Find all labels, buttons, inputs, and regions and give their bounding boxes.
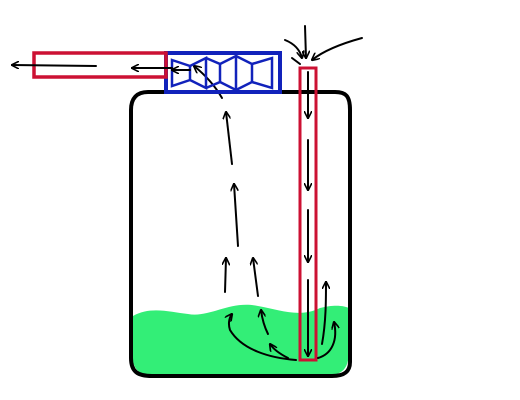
vapor-rise-arrows (194, 66, 259, 297)
intake-arrows (284, 25, 363, 65)
inlet-pipe (298, 66, 318, 362)
bottom-loop-arrows (229, 281, 335, 361)
fan-icon (170, 53, 274, 93)
liquid (132, 304, 349, 376)
container-outline (129, 90, 352, 378)
fan-flow-arrows (131, 68, 191, 70)
exhaust-arrows (11, 65, 97, 66)
